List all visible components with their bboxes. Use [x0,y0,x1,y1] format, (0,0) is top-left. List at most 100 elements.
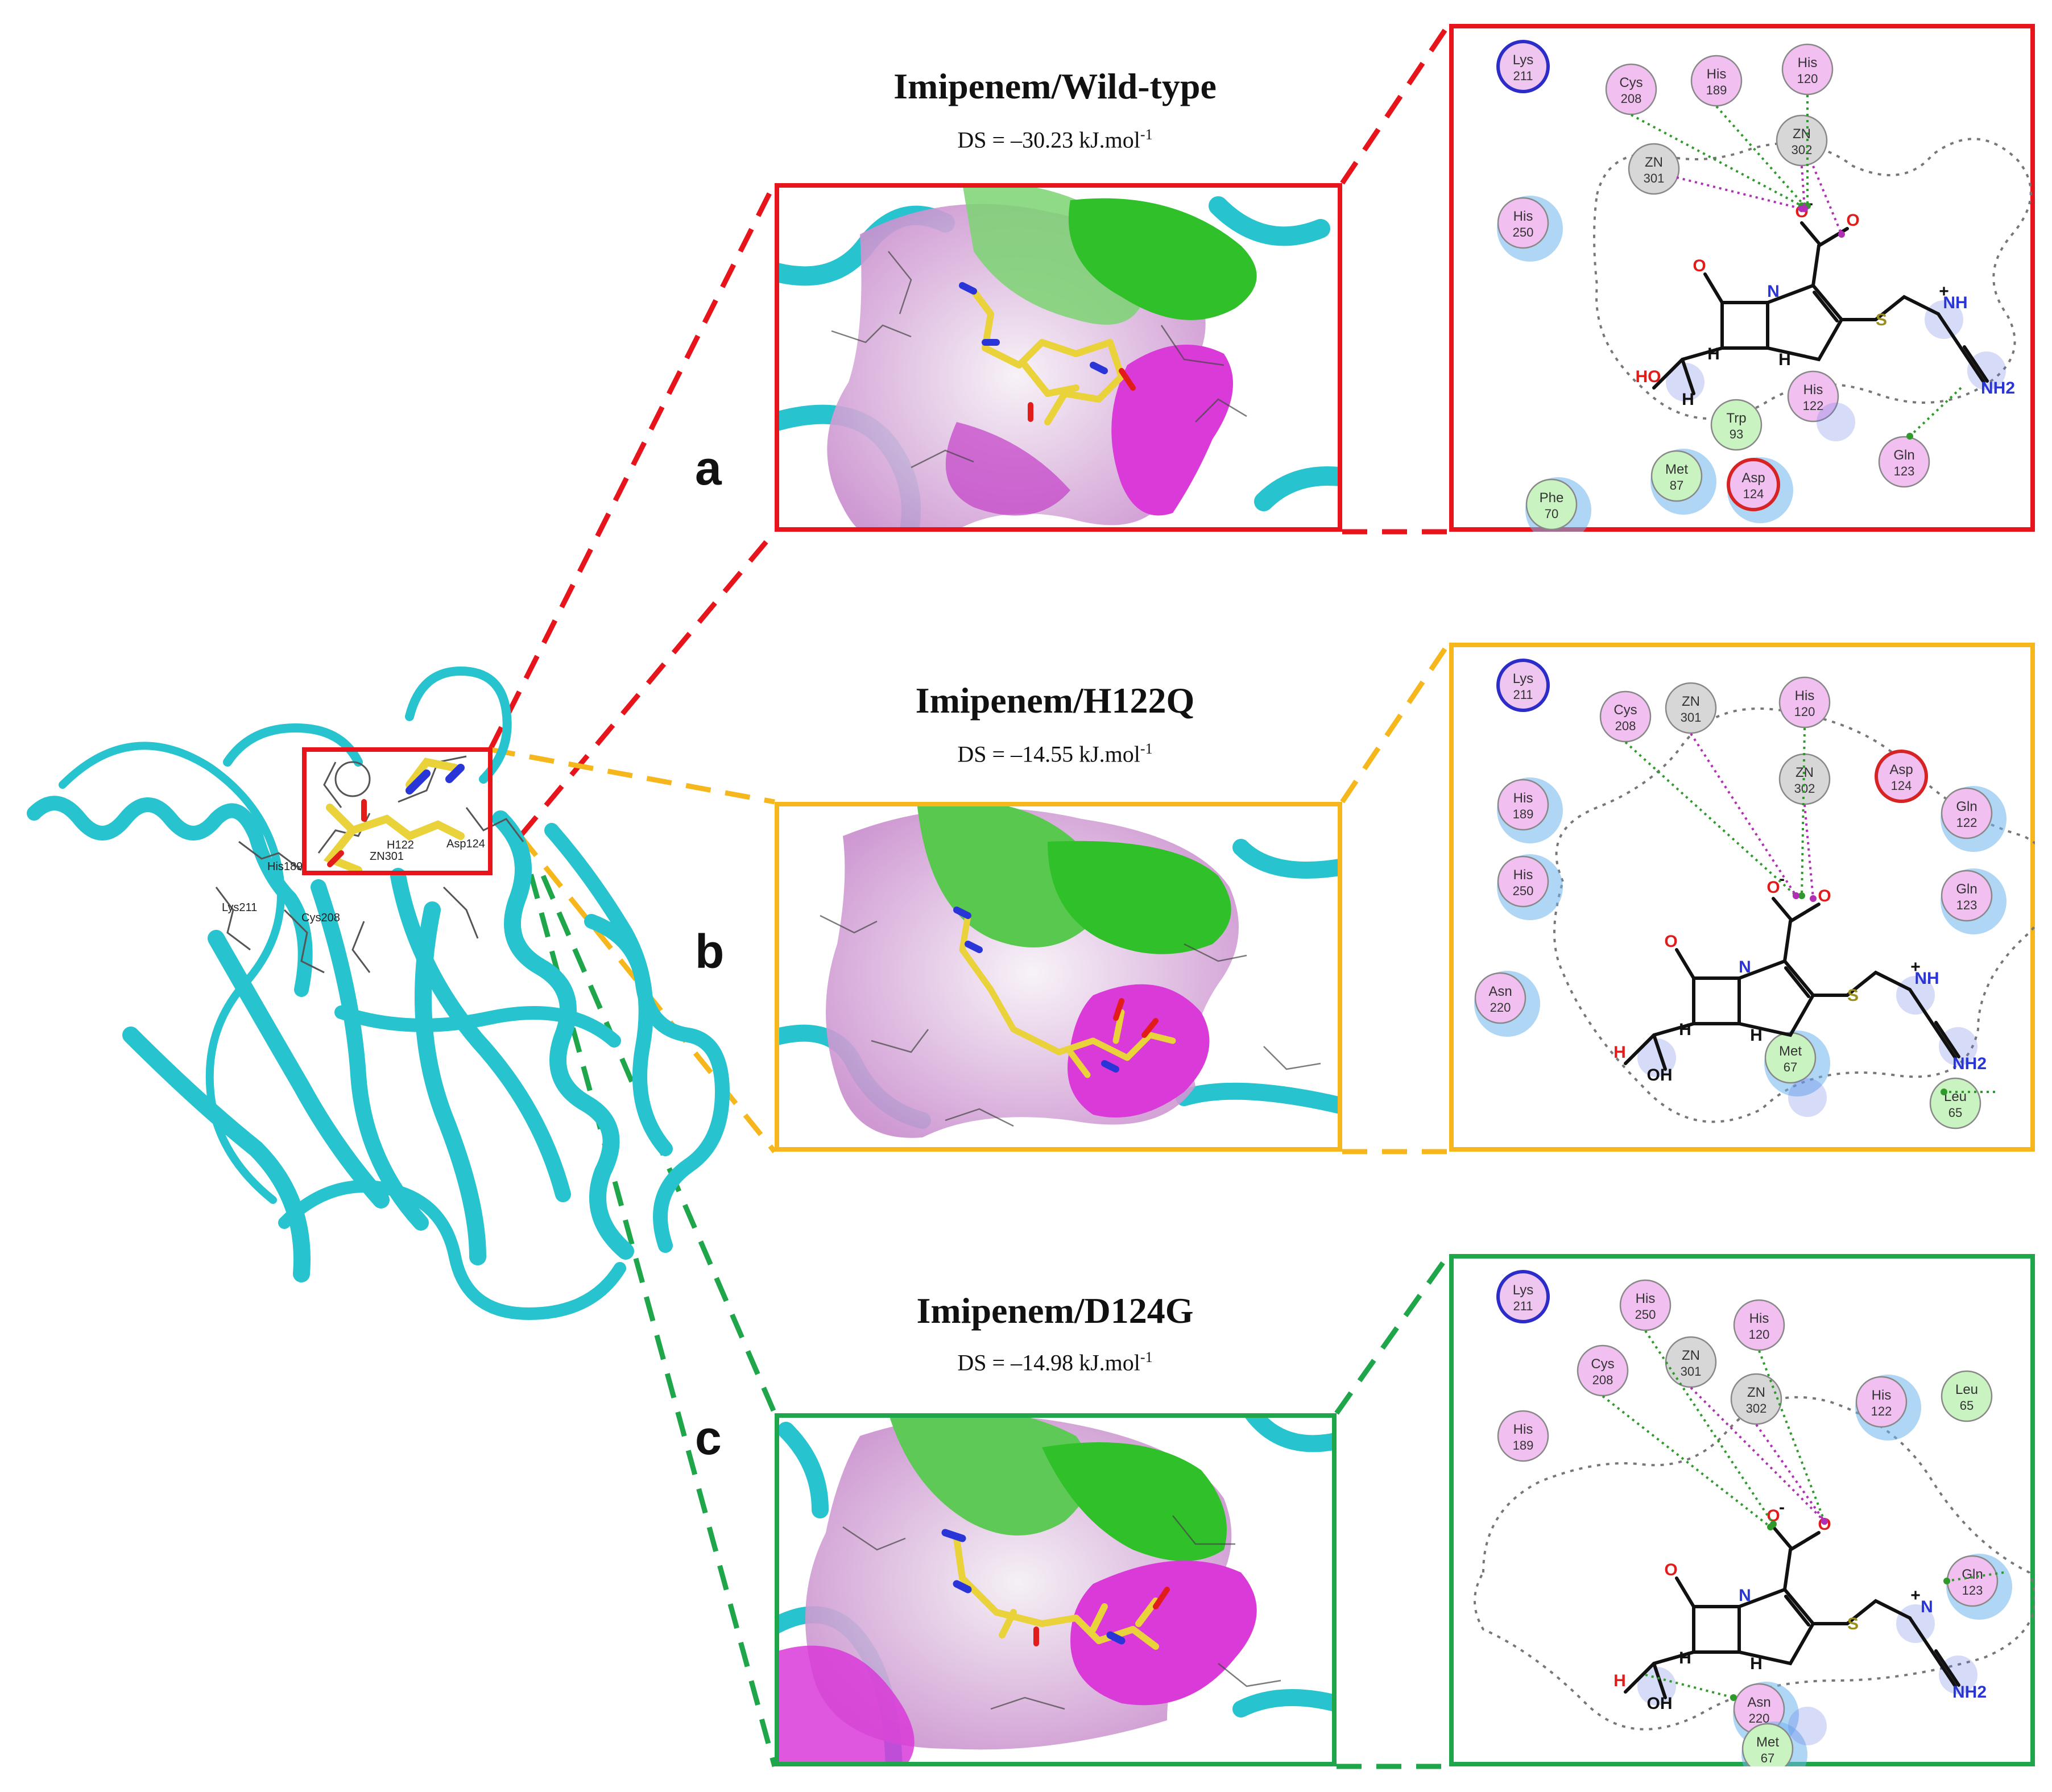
svg-text:His: His [1513,209,1533,224]
svg-text:220: 220 [1490,1000,1511,1015]
svg-text:122: 122 [1871,1404,1892,1418]
residue-cys-208: Cys208 [1605,63,1657,115]
zoom-view-b [775,802,1342,1152]
ribbon-strand-4 [390,868,571,1202]
connector-b-top [1340,641,1451,804]
svg-text:122: 122 [1803,399,1824,413]
interaction-line [1602,1395,1772,1528]
svg-text:His: His [1513,791,1533,806]
svg-text:Asp: Asp [1741,470,1765,486]
protein-ribbon [27,667,730,1320]
svg-text:93: 93 [1730,427,1743,441]
ribbon-top-loop [223,667,512,784]
svg-text:211: 211 [1513,688,1533,702]
atom-lactam-o: O [1693,256,1706,275]
svg-text:Lys: Lys [1513,1282,1533,1298]
svg-text:123: 123 [1962,1583,1983,1598]
atom-hydroxyl: H [1614,1043,1626,1062]
label-cys208: Cys208 [301,912,340,924]
svg-text:120: 120 [1749,1327,1770,1342]
svg-text:302: 302 [1792,143,1813,157]
panel-a-label: a [695,441,722,495]
svg-text:211: 211 [1513,69,1533,83]
ribbon-strand-3 [311,879,429,1231]
ligand-2d-c: ONSHHOHHNNH2OO-+ [1614,1498,1987,1745]
svg-text:His: His [1798,55,1818,71]
connector-a-top [1340,22,1451,185]
svg-text:His: His [1795,688,1815,703]
svg-text:Met: Met [1756,1735,1779,1750]
svg-text:Trp: Trp [1726,411,1746,426]
panel-c-ds: DS = –14.98 kJ.mol-1 [957,1349,1152,1376]
svg-text:67: 67 [1761,1751,1774,1765]
svg-text:211: 211 [1513,1299,1533,1313]
pocket-outline-c [1474,1396,2035,1731]
atom-charge-minus: - [1779,1498,1785,1517]
atom-h2: OH [1647,1694,1673,1713]
panel-c-label: c [695,1411,722,1464]
atom-carboxyl-o2: O [1846,211,1859,230]
panel-a-title: Imipenem/Wild-type [893,66,1217,106]
interaction-diagram-b: Lys211Cys208ZN301His120His189ZN302Asp124… [1449,643,2035,1152]
svg-text:His: His [1513,867,1533,883]
interaction-line [1758,1350,1826,1522]
label-lys211: Lys211 [222,901,257,914]
ribbon-strand-2 [208,930,390,1209]
atom-h3: H [1778,350,1791,369]
svg-text:120: 120 [1797,72,1818,86]
connector-red-bottom [518,530,777,838]
svg-text:ZN: ZN [1682,1348,1700,1363]
atom-charge-plus: + [1910,1586,1921,1605]
ribbon-helix-far-right [584,914,730,1253]
ribbon-strand-5 [415,901,486,1265]
atom-s: S [1847,986,1859,1005]
svg-text:Gln: Gln [1893,448,1914,463]
svg-text:120: 120 [1794,705,1815,719]
svg-text:Gln: Gln [1956,799,1977,814]
label-asp124: Asp124 [446,838,485,850]
interaction-line [1645,1674,1734,1699]
interaction-line [1644,1330,1774,1525]
residue-zn-301: ZN301 [1628,143,1680,195]
atom-h2: OH [1647,1066,1673,1085]
connector-yellow-top [490,747,775,805]
interaction-line [1690,732,1797,897]
atom-h2: H [1682,390,1694,409]
svg-text:189: 189 [1513,1438,1534,1452]
svg-text:ZN: ZN [1645,155,1663,170]
svg-text:Asn: Asn [1747,1695,1770,1710]
residue-asp-124: Asp124 [1727,457,1793,523]
svg-text:ZN: ZN [1682,694,1700,709]
atom-h1: H [1707,345,1720,363]
overview-ligand-o [327,799,367,867]
zoom-view-a [775,183,1342,532]
svg-text:301: 301 [1681,710,1702,725]
atom-carboxyl-o1: O [1766,878,1780,897]
panel-a-ds-unit-exp: -1 [1140,126,1153,143]
panel-c-ds-unit-exp: -1 [1140,1349,1153,1365]
svg-text:Asn: Asn [1488,984,1512,999]
residue-his-189: His189 [1497,777,1563,843]
interaction-line [1801,727,1806,896]
pocket-outline-b [1553,707,2035,1123]
atom-hydroxyl: HO [1636,367,1661,386]
residue-asp-124: Asp124 [1875,750,1928,803]
svg-text:70: 70 [1545,507,1558,521]
overview-ligand-n [406,764,465,794]
svg-text:Lys: Lys [1513,671,1533,686]
atom-charge-plus: + [1939,282,1949,301]
residue-zn-301: ZN301 [1665,1336,1717,1388]
atom-nh2: NH2 [1981,379,2015,398]
